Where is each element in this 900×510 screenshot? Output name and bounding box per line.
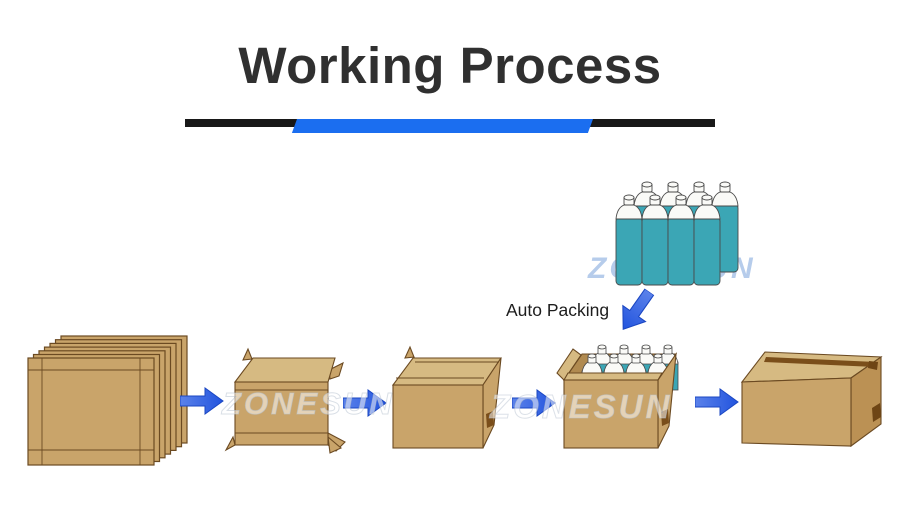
- tape-notch: [486, 411, 494, 428]
- bottle-icon: [693, 194, 721, 286]
- tape-notch: [661, 409, 669, 426]
- filled-carton-illustration: [556, 344, 679, 449]
- auto-packing-label: Auto Packing: [506, 300, 610, 320]
- bottle-front-row: [615, 194, 721, 286]
- flow-arrow-icon: [180, 385, 224, 417]
- erected-carton-illustration: [224, 347, 346, 454]
- flow-arrow-icon: [695, 386, 739, 418]
- page-title: Working Process: [238, 37, 662, 94]
- tape-notch: [872, 403, 881, 422]
- flow-arrow-icon: [512, 387, 556, 419]
- carton-blank-stack-illustration: [27, 335, 188, 466]
- top-flap-seam: [764, 357, 876, 367]
- bottle-group-illustration: [615, 181, 739, 286]
- sealed-carton-illustration: [740, 351, 883, 448]
- bottle-icon: [641, 194, 669, 286]
- flow-arrow-icon: [343, 387, 387, 419]
- open-carton-illustration: [391, 345, 503, 449]
- auto-packing-arrow-icon: [608, 282, 663, 341]
- bottle-icon: [615, 194, 643, 286]
- bottle-icon: [667, 194, 695, 286]
- tape-notch: [868, 361, 878, 370]
- title-divider-blue-bar: [291, 119, 593, 133]
